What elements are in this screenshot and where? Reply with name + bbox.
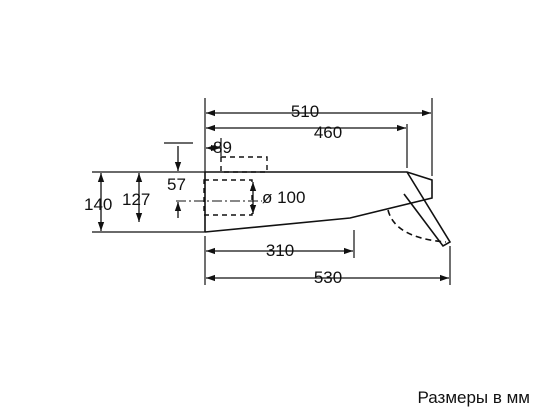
dim-label-510: 510 (291, 102, 319, 121)
hood-front-panel (403, 171, 452, 248)
dim-label-127: 127 (122, 190, 150, 209)
duct-connector-dashed (220, 156, 268, 173)
dim-label-140: 140 (84, 195, 112, 214)
dim-label-57: 57 (167, 175, 186, 194)
dim-label-310: 310 (266, 241, 294, 260)
dim-label-diameter: ø 100 (262, 188, 305, 207)
hood-body-outline (204, 171, 433, 233)
dim-label-530: 530 (314, 268, 342, 287)
dim-label-460: 460 (314, 123, 342, 142)
units-caption: Размеры в мм (417, 388, 530, 407)
dim-label-89: 89 (213, 138, 232, 157)
extension-swing-arc (387, 209, 447, 243)
duct-outlet-dashed (203, 179, 253, 216)
